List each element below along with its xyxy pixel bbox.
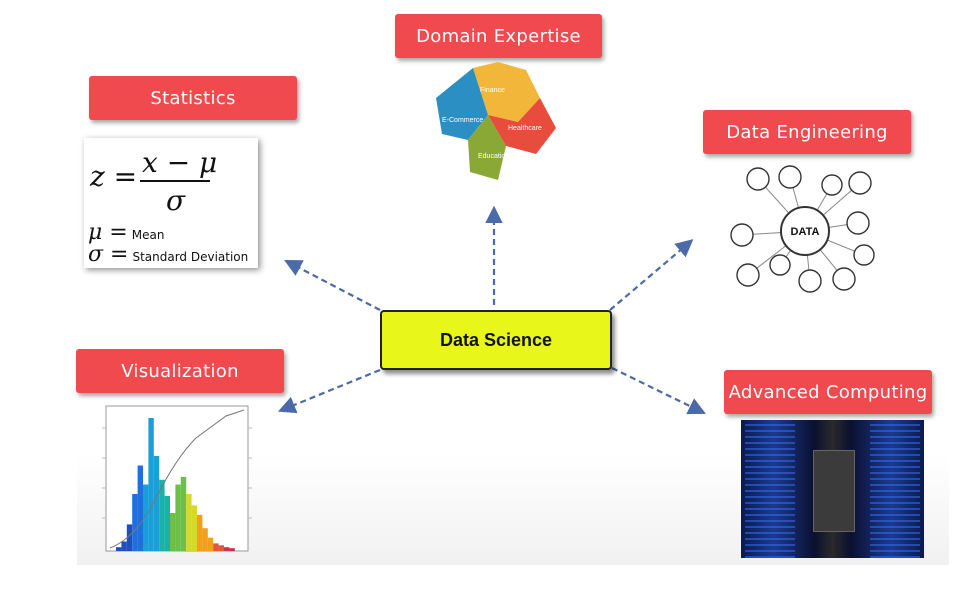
histogram-bar	[116, 547, 122, 551]
server-room-image	[741, 420, 924, 558]
arrow-to-computing	[611, 367, 706, 415]
data-science-box: Data Science	[380, 310, 612, 370]
histogram-bar	[170, 513, 176, 551]
arrow-to-engineering	[609, 239, 694, 311]
data-engineering-label: Data Engineering	[726, 121, 888, 143]
statistics-tag: Statistics	[89, 76, 297, 120]
histogram-bar	[224, 547, 230, 551]
zscore-formula-card: z = x − μ σ μ =Mean σ =Standard Deviatio…	[84, 138, 258, 268]
puzzle-education: Education	[478, 153, 509, 160]
sd-label: Standard Deviation	[132, 250, 249, 264]
histogram-bar	[148, 418, 154, 551]
arrow-to-visualization	[277, 368, 381, 414]
histogram-bar	[132, 494, 138, 551]
histogram-image	[102, 405, 252, 552]
histogram-bar	[197, 514, 203, 551]
formula-numerator: x − μ	[142, 146, 218, 179]
statistics-label: Statistics	[150, 87, 236, 109]
rack-lights-right	[870, 420, 920, 558]
arrow-to-statistics	[284, 259, 381, 311]
histogram-bar	[121, 541, 127, 551]
formula-denominator: σ	[166, 184, 186, 217]
puzzle-healthcare: Healthcare	[508, 125, 542, 132]
histogram-bar	[213, 543, 219, 551]
data-hub-label: DATA	[791, 226, 820, 238]
puzzle-finance: Finance	[480, 87, 505, 94]
advanced-computing-label: Advanced Computing	[728, 381, 928, 403]
visualization-tag: Visualization	[76, 349, 284, 393]
histogram-bar	[202, 528, 208, 551]
histogram-bar	[143, 484, 149, 551]
puzzle-ecommerce: E-Commerce	[442, 117, 483, 124]
histogram-bar	[164, 495, 170, 551]
domain-expertise-label: Domain Expertise	[416, 25, 581, 47]
histogram-bar	[153, 456, 160, 551]
domain-expertise-tag: Domain Expertise	[395, 14, 602, 58]
histogram-bar	[218, 545, 224, 551]
histogram-bar	[137, 465, 143, 551]
visualization-label: Visualization	[121, 360, 239, 382]
histogram-bar	[186, 494, 192, 551]
histogram-bar	[207, 537, 214, 551]
mean-row: μ =Mean	[88, 220, 164, 245]
histogram-bar	[159, 479, 165, 551]
histogram-bar	[229, 548, 235, 551]
mean-symbol: μ =	[88, 220, 128, 245]
histogram-bars	[116, 418, 235, 551]
server-door	[813, 450, 855, 532]
mean-label: Mean	[131, 228, 165, 242]
sd-row: σ =Standard Deviation	[88, 242, 248, 267]
advanced-computing-tag: Advanced Computing	[724, 370, 932, 414]
data-science-label: Data Science	[439, 329, 553, 350]
puzzle-image: Finance E-Commerce Healthcare Education	[436, 62, 556, 180]
histogram-bar	[191, 505, 197, 551]
fraction-bar	[140, 180, 210, 182]
formula-lhs: z =	[90, 160, 138, 193]
sd-symbol: σ =	[88, 242, 129, 267]
histogram-bar	[180, 476, 187, 551]
data-engineering-tag: Data Engineering	[703, 110, 911, 154]
rack-lights-left	[745, 420, 795, 558]
histogram-bar	[175, 484, 181, 551]
histogram-bar	[126, 524, 133, 551]
data-hub-diagram: DATA	[730, 165, 875, 293]
